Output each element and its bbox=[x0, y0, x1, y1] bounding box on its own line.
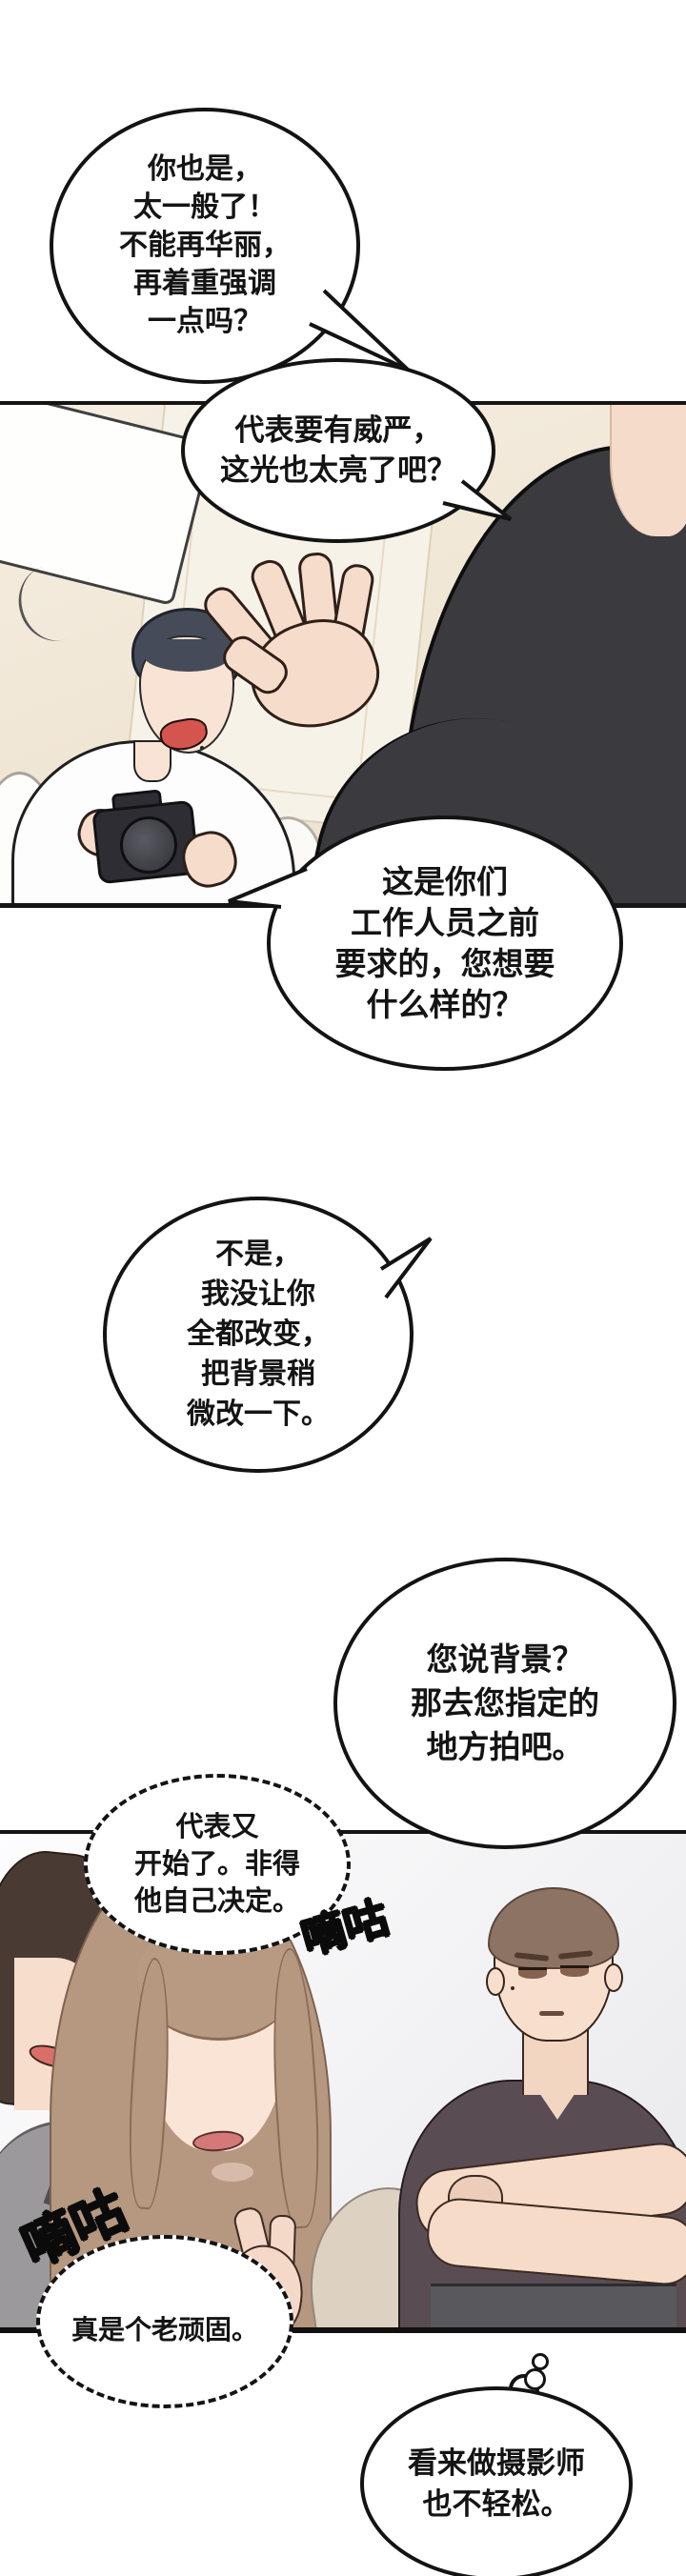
bubble-line: 那去您指定的 bbox=[411, 1685, 599, 1721]
big-man-left-ear bbox=[486, 1967, 505, 1996]
speech-bubble-4: 不是， 我没让你 全都改变， 把背景稍 微改一下。 bbox=[103, 1197, 414, 1473]
suited-man-neck bbox=[610, 405, 686, 536]
big-man-mouth bbox=[539, 2011, 564, 2016]
thought-dot-large bbox=[524, 2368, 546, 2390]
photographer-mole bbox=[200, 746, 204, 750]
bubble-line: 我没让你 bbox=[201, 1278, 315, 1310]
speech-bubble-5: 您说背景？ 那去您指定的 地方拍吧。 bbox=[333, 1558, 676, 1849]
bubble-line: 一点吗？ bbox=[148, 306, 262, 337]
bubble-line: 不是， bbox=[215, 1238, 301, 1270]
bubble-4-tail bbox=[379, 1237, 433, 1299]
bubble-line: 他自己决定。 bbox=[133, 1885, 300, 1917]
bubble-line: 这是你们 bbox=[382, 864, 508, 899]
bubble-line: 什么样的？ bbox=[366, 987, 524, 1022]
bubble-line: 再着重强调 bbox=[133, 268, 276, 299]
speech-bubble-3: 这是你们 工作人员之前 要求的，您想要 什么样的？ bbox=[267, 815, 623, 1071]
speech-bubble-1: 你也是， 太一般了！ 不能再华丽， 再着重强调 一点吗？ bbox=[50, 108, 360, 384]
bubble-line: 地方拍吧。 bbox=[426, 1729, 584, 1764]
bubble-line: 看来做摄影师 bbox=[408, 2446, 585, 2480]
bubble-line: 要求的，您想要 bbox=[334, 946, 555, 981]
photographer-neck bbox=[133, 740, 172, 782]
whisper-bubble-1: 代表又 开始了。非得 他自己决定。 bbox=[84, 1774, 351, 1955]
bubble-line: 您说背景？ bbox=[426, 1641, 584, 1677]
bubble-line: 全都改变， bbox=[187, 1318, 330, 1350]
bubble-line: 开始了。非得 bbox=[133, 1848, 300, 1880]
bubble-line: 真是个老顽固。 bbox=[71, 2315, 258, 2345]
big-man-mole bbox=[511, 1986, 514, 1990]
camera-lens bbox=[120, 816, 177, 874]
bubble-3-tail bbox=[228, 867, 308, 909]
bubble-line: 也不轻松。 bbox=[422, 2487, 571, 2521]
bubble-line: 这光也太亮了吧？ bbox=[220, 453, 456, 487]
big-man-pants bbox=[431, 2284, 676, 2327]
big-man-right-ear bbox=[604, 1963, 623, 1992]
whisper-bubble-2: 真是个老顽固。 bbox=[36, 2235, 293, 2408]
bubble-line: 不能再华丽， bbox=[119, 230, 291, 261]
thought-bubble: 看来做摄影师 也不轻松。 bbox=[360, 2386, 633, 2576]
open-hand bbox=[197, 551, 392, 744]
bubble-line: 你也是， bbox=[148, 153, 262, 185]
speech-bubble-2: 代表要有威严， 这光也太亮了吧？ bbox=[181, 358, 495, 543]
bubble-line: 太一般了！ bbox=[133, 191, 276, 223]
bubble-line: 代表又 bbox=[175, 1811, 259, 1842]
bubble-line: 微改一下。 bbox=[187, 1399, 330, 1430]
big-man-hair bbox=[488, 1887, 619, 1969]
photographer-bangs bbox=[143, 639, 229, 672]
bubble-2-tail bbox=[442, 479, 513, 521]
big-man-right-eye bbox=[560, 1965, 589, 1977]
bubble-line: 工作人员之前 bbox=[351, 905, 539, 940]
woman-chin-shadow bbox=[212, 2163, 253, 2182]
big-man-left-eye bbox=[518, 1967, 547, 1979]
bubble-line: 把背景稍 bbox=[201, 1358, 315, 1390]
bubble-1-tail bbox=[309, 289, 410, 372]
bubble-line: 代表要有威严， bbox=[234, 413, 442, 447]
